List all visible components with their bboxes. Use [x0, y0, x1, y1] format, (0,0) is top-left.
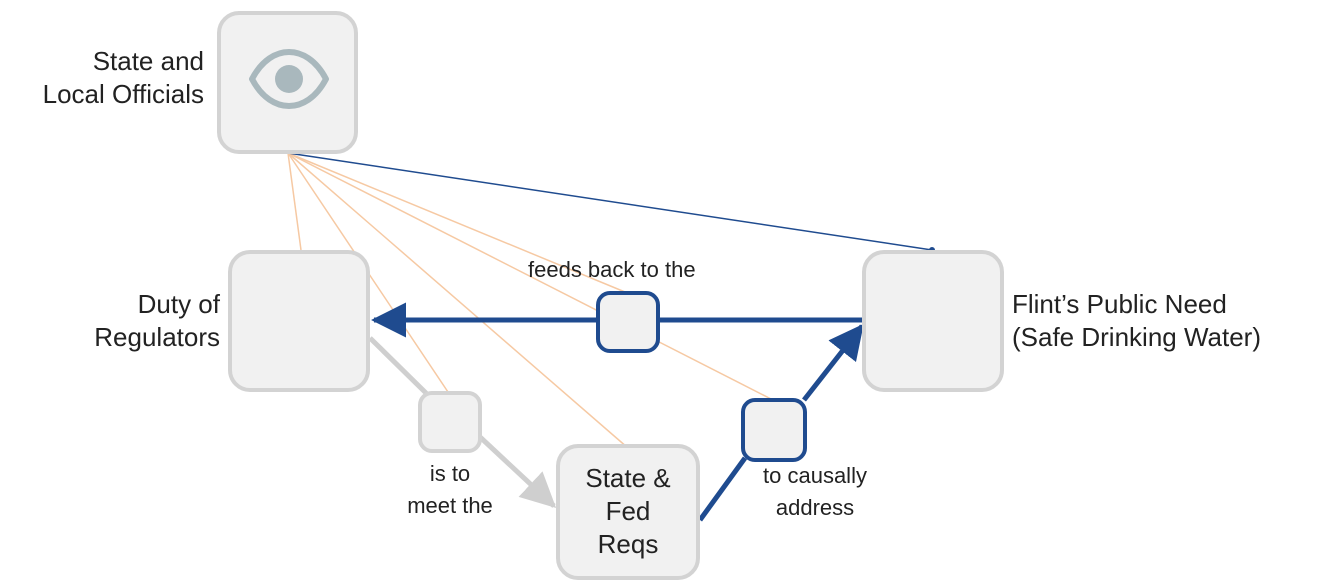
state-fed-reqs-node[interactable]	[556, 444, 700, 580]
officials-to-duty-link	[287, 152, 302, 251]
feedback-link-label: feeds back to the	[528, 257, 696, 282]
officials-to-address-link	[287, 152, 774, 401]
is-to-link-label: is to meet the	[407, 461, 493, 518]
reqs-to-address-link	[697, 456, 748, 522]
duty-to-is-to-link	[368, 336, 430, 397]
flint-public-need-node[interactable]	[862, 250, 1004, 392]
eye-icon	[249, 49, 329, 109]
address-link-label: to causally address	[763, 463, 867, 520]
address-link-node[interactable]	[741, 398, 807, 462]
officials-to-reqs-link	[287, 152, 629, 449]
address-to-flint-link	[802, 323, 864, 402]
duty-of-regulators-label: Duty of Regulators	[94, 289, 220, 352]
duty-of-regulators-node[interactable]	[228, 250, 370, 392]
state-fed-reqs-label: State & Fed Reqs	[585, 463, 671, 559]
officials-influence-links	[287, 152, 774, 449]
is-to-to-reqs-link	[478, 435, 557, 508]
feedback-link-node[interactable]	[596, 291, 660, 353]
officials-to-flint-link	[287, 152, 933, 251]
flint-public-need-label: Flint’s Public Need (Safe Drinking Water…	[1012, 289, 1261, 352]
is-to-link-node[interactable]	[418, 391, 482, 453]
officials-to-feedback-link	[287, 152, 626, 293]
officials-label: State and Local Officials	[42, 46, 204, 109]
